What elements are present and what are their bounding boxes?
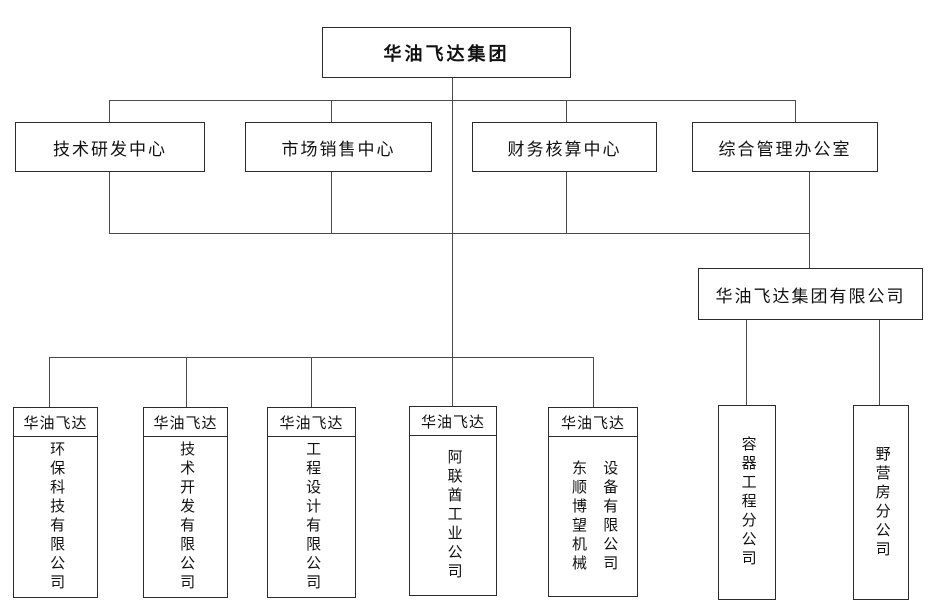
connector-branch2-drop — [879, 320, 880, 405]
connector-dept4-to-holding — [809, 172, 810, 268]
subsidiary-body: 东顺博望机械 设备有限公司 — [549, 437, 637, 596]
dept-label: 市场销售中心 — [281, 139, 396, 159]
root-label: 华油飞达集团 — [383, 43, 510, 64]
subsidiary-name: 工程设计有限公司 — [304, 441, 321, 593]
subsidiary-name: 环保科技有限公司 — [48, 441, 65, 593]
connector-sub2-drop — [186, 357, 187, 407]
subsidiary-header: 华油飞达 — [268, 408, 355, 437]
branch-node-container-engineering: 容器工程分公司 — [718, 405, 776, 600]
holding-company-label: 华油飞达集团有限公司 — [715, 286, 906, 306]
subsidiary-node-tech-development: 华油飞达 技术开发有限公司 — [143, 407, 228, 598]
connector-dept3-drop — [566, 172, 567, 233]
connector-level3-horizontal — [49, 357, 594, 358]
connector-level2-horizontal — [109, 233, 810, 234]
branch-node-camp-housing: 野营房分公司 — [853, 405, 909, 600]
subsidiary-node-environmental-tech: 华油飞达 环保科技有限公司 — [13, 407, 98, 598]
subsidiary-header: 华油飞达 — [410, 407, 496, 436]
connector-level1-horizontal — [109, 100, 796, 101]
dept-node-general-admin-office: 综合管理办公室 — [692, 122, 878, 172]
connector-dept4-top — [795, 100, 796, 122]
dept-label: 技术研发中心 — [53, 139, 167, 159]
holding-company-node: 华油飞达集团有限公司 — [698, 268, 923, 320]
connector-sub3-drop — [311, 357, 312, 407]
subsidiary-name-column-1: 东顺博望机械 — [570, 459, 586, 574]
subsidiary-body: 环保科技有限公司 — [14, 437, 97, 597]
root-node: 华油飞达集团 — [322, 27, 571, 78]
connector-sub5-drop — [593, 357, 594, 407]
connector-branch1-drop — [746, 320, 747, 405]
dept-node-finance-accounting: 财务核算中心 — [472, 122, 657, 172]
subsidiary-name: 阿联酋工业公司 — [445, 449, 462, 582]
connector-dept1-top — [109, 100, 110, 122]
dept-label: 综合管理办公室 — [718, 139, 852, 159]
subsidiary-name: 技术开发有限公司 — [178, 441, 195, 593]
subsidiary-body: 工程设计有限公司 — [268, 437, 355, 597]
subsidiary-node-engineering-design: 华油飞达 工程设计有限公司 — [267, 407, 356, 598]
dept-node-tech-rd: 技术研发中心 — [15, 122, 205, 172]
connector-dept1-drop — [109, 172, 110, 233]
subsidiary-name-column-2: 设备有限公司 — [601, 459, 618, 574]
branch-name: 容器工程分公司 — [739, 436, 756, 569]
dept-node-marketing-sales: 市场销售中心 — [245, 122, 432, 172]
subsidiary-header: 华油飞达 — [144, 408, 227, 437]
subsidiary-node-dongshun-bowang-machinery: 华油飞达 东顺博望机械 设备有限公司 — [548, 407, 638, 597]
subsidiary-header: 华油飞达 — [14, 408, 97, 437]
connector-dept3-top — [566, 100, 567, 122]
connector-dept2-drop — [331, 172, 332, 233]
branch-name: 野营房分公司 — [873, 445, 890, 560]
connector-sub1-drop — [49, 357, 50, 407]
connector-dept2-top — [331, 100, 332, 122]
dept-label: 财务核算中心 — [507, 139, 622, 159]
subsidiary-body: 技术开发有限公司 — [144, 437, 227, 597]
connector-trunk — [452, 78, 453, 406]
subsidiary-node-uae-industrial: 华油飞达 阿联酋工业公司 — [409, 406, 497, 596]
subsidiary-header: 华油飞达 — [549, 408, 637, 437]
subsidiary-body: 阿联酋工业公司 — [410, 436, 496, 595]
